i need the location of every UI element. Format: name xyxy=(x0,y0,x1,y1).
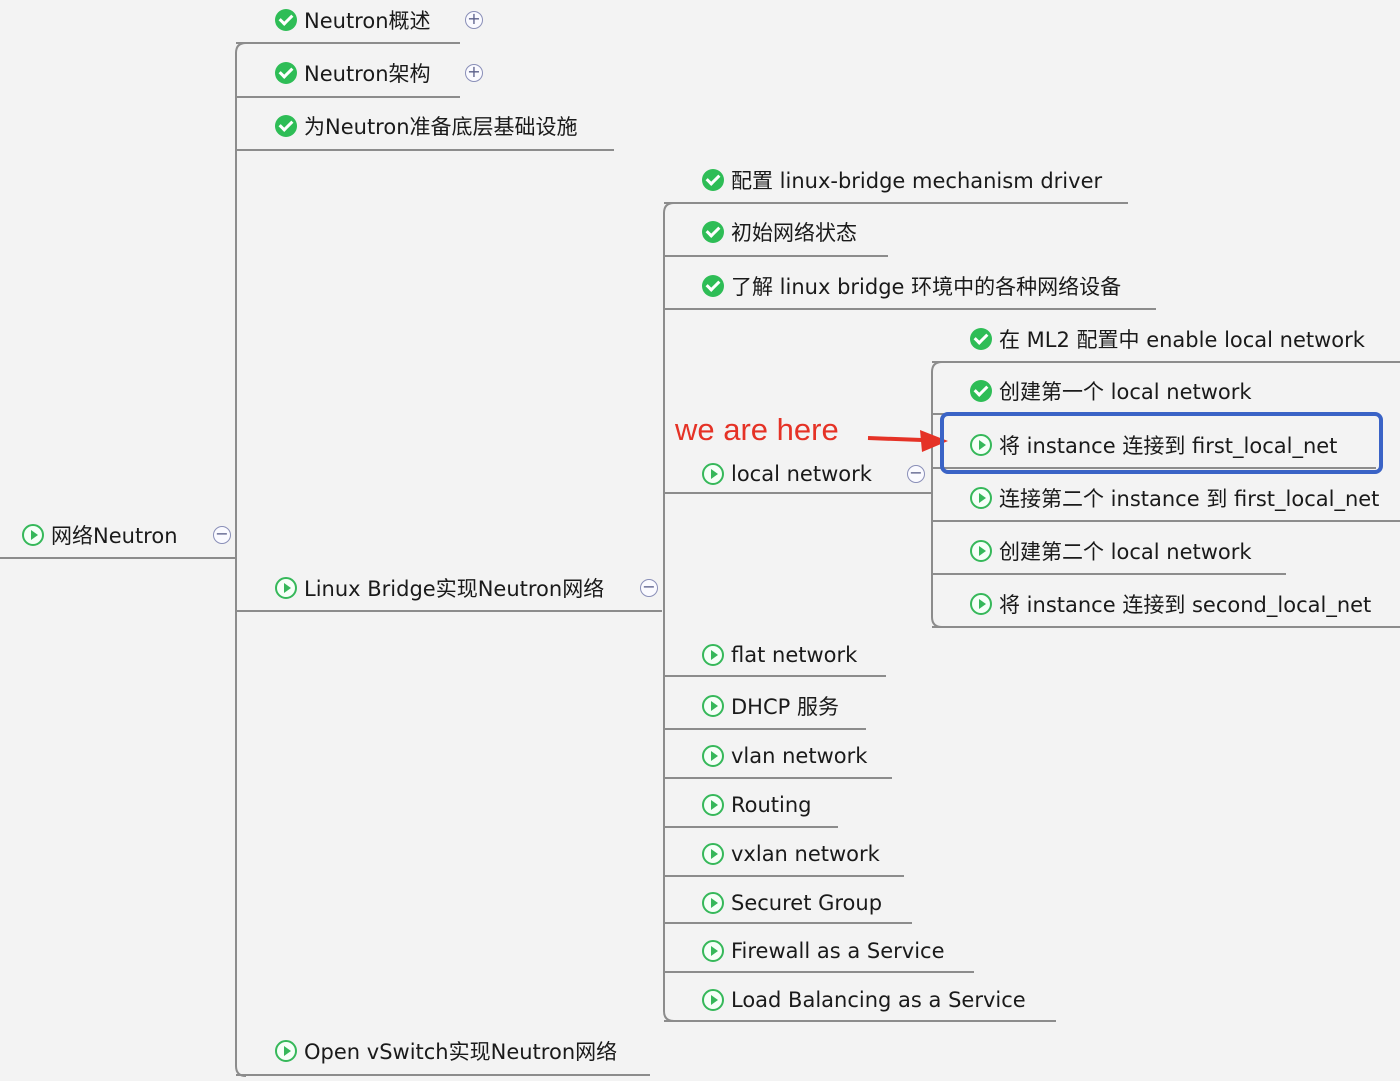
node-label: 为Neutron准备底层基础设施 xyxy=(304,115,578,139)
lb-child-local-network[interactable]: local network xyxy=(702,459,872,489)
node-label: 创建第一个 local network xyxy=(999,380,1252,404)
node-label: Linux Bridge实现Neutron网络 xyxy=(304,577,605,601)
play-icon xyxy=(702,463,724,485)
play-icon xyxy=(702,892,724,914)
lb-child-initial-state[interactable]: 初始网络状态 xyxy=(702,217,857,247)
ln-child-attach-second-instance[interactable]: 连接第二个 instance 到 first_local_net xyxy=(970,483,1379,513)
ln-child-attach-first[interactable]: 将 instance 连接到 first_local_net xyxy=(970,430,1337,460)
we-are-here-annotation: we are here xyxy=(675,412,839,447)
lb-child-devices[interactable]: 了解 linux bridge 环境中的各种网络设备 xyxy=(702,271,1121,301)
ln-child-attach-second-net[interactable]: 将 instance 连接到 second_local_net xyxy=(970,589,1371,619)
current-step-highlight xyxy=(940,412,1383,474)
topic-linux-bridge[interactable]: Linux Bridge实现Neutron网络 xyxy=(275,573,604,603)
node-label: 了解 linux bridge 环境中的各种网络设备 xyxy=(731,275,1122,299)
node-label: 连接第二个 instance 到 first_local_net xyxy=(999,487,1380,511)
expand-toggle[interactable]: + xyxy=(465,64,483,82)
node-label: 配置 linux-bridge mechanism driver xyxy=(731,169,1103,193)
check-icon xyxy=(970,380,992,402)
ln-child-create-first[interactable]: 创建第一个 local network xyxy=(970,376,1252,406)
play-icon xyxy=(702,695,724,717)
node-label: local network xyxy=(731,462,872,486)
play-icon xyxy=(702,843,724,865)
node-label: Neutron概述 xyxy=(304,9,431,33)
collapse-toggle[interactable]: − xyxy=(213,526,231,544)
node-label: 初始网络状态 xyxy=(731,221,857,245)
play-icon xyxy=(702,794,724,816)
play-icon xyxy=(275,577,297,599)
node-label: Firewall as a Service xyxy=(731,939,945,963)
node-label: Routing xyxy=(731,793,812,817)
topic-infrastructure[interactable]: 为Neutron准备底层基础设施 xyxy=(275,111,578,141)
node-label: Neutron架构 xyxy=(304,62,431,86)
node-label: vxlan network xyxy=(731,842,880,866)
play-icon xyxy=(275,1040,297,1062)
play-icon xyxy=(702,745,724,767)
lb-child-flat-network[interactable]: flat network xyxy=(702,640,857,670)
node-label: Open vSwitch实现Neutron网络 xyxy=(304,1040,618,1064)
node-label: Securet Group xyxy=(731,891,883,915)
node-label: 将 instance 连接到 second_local_net xyxy=(999,593,1372,617)
lb-child-lbaas[interactable]: Load Balancing as a Service xyxy=(702,985,1026,1015)
play-icon xyxy=(970,593,992,615)
topic-neutron-architecture[interactable]: Neutron架构 xyxy=(275,58,431,88)
check-icon xyxy=(702,221,724,243)
play-icon xyxy=(702,644,724,666)
node-label: 在 ML2 配置中 enable local network xyxy=(999,328,1365,352)
ln-child-enable[interactable]: 在 ML2 配置中 enable local network xyxy=(970,324,1365,354)
node-label: Load Balancing as a Service xyxy=(731,988,1026,1012)
play-icon xyxy=(970,434,992,456)
play-icon xyxy=(970,540,992,562)
topic-neutron-overview[interactable]: Neutron概述 xyxy=(275,5,431,35)
play-icon xyxy=(22,524,44,546)
lb-child-routing[interactable]: Routing xyxy=(702,790,812,820)
collapse-toggle[interactable]: − xyxy=(640,579,658,597)
collapse-toggle[interactable]: − xyxy=(907,465,925,483)
lb-child-vxlan[interactable]: vxlan network xyxy=(702,839,880,869)
play-icon xyxy=(702,940,724,962)
play-icon xyxy=(970,487,992,509)
node-label: 网络Neutron xyxy=(51,524,178,548)
node-label: flat network xyxy=(731,643,858,667)
check-icon xyxy=(275,115,297,137)
check-icon xyxy=(970,328,992,350)
lb-child-driver[interactable]: 配置 linux-bridge mechanism driver xyxy=(702,165,1102,195)
expand-toggle[interactable]: + xyxy=(465,11,483,29)
ln-child-create-second[interactable]: 创建第二个 local network xyxy=(970,536,1252,566)
root-node[interactable]: 网络Neutron xyxy=(22,520,178,550)
arrow-annotation xyxy=(867,430,948,452)
check-icon xyxy=(702,169,724,191)
play-icon xyxy=(702,989,724,1011)
lb-child-security-group[interactable]: Securet Group xyxy=(702,888,882,918)
check-icon xyxy=(702,275,724,297)
topic-open-vswitch[interactable]: Open vSwitch实现Neutron网络 xyxy=(275,1036,617,1066)
lb-child-dhcp[interactable]: DHCP 服务 xyxy=(702,691,839,721)
lb-child-vlan[interactable]: vlan network xyxy=(702,741,867,771)
node-label: vlan network xyxy=(731,744,868,768)
lb-child-fwaas[interactable]: Firewall as a Service xyxy=(702,936,945,966)
check-icon xyxy=(275,62,297,84)
node-label: DHCP 服务 xyxy=(731,695,839,719)
node-label: 创建第二个 local network xyxy=(999,540,1252,564)
check-icon xyxy=(275,9,297,31)
node-label: 将 instance 连接到 first_local_net xyxy=(999,434,1338,458)
